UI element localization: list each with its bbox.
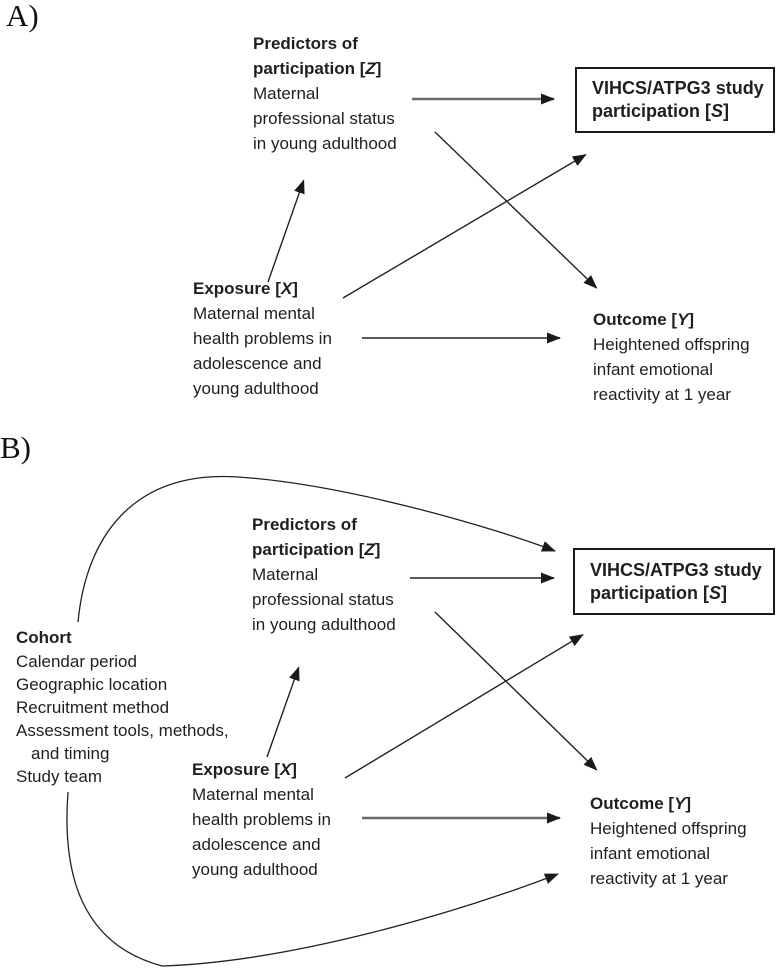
cohort-item: Study team: [16, 767, 102, 786]
variable-z: Z: [364, 540, 375, 559]
node-a-outcome-title: Outcome [Y]: [593, 310, 695, 329]
box-b-line1: VIHCS/ATPG3 study: [590, 559, 762, 580]
node-b-predictors-body-line: in young adulthood: [252, 615, 396, 634]
node-b-predictors-title-line2: participation [Z]: [252, 540, 381, 559]
node-a-predictors-body-line: Maternal: [253, 84, 320, 103]
cohort-item: Recruitment method: [16, 698, 170, 717]
cohort-item: Calendar period: [16, 652, 137, 671]
node-a-predictors-title-line1: Predictors of: [253, 34, 358, 53]
node-b-exposure-title: Exposure [X]: [192, 760, 297, 779]
variable-y: Y: [674, 794, 686, 813]
box-a-line1: VIHCS/ATPG3 study: [592, 78, 764, 98]
node-a-predictors-body-line: in young adulthood: [253, 134, 397, 153]
node-a-exposure: Exposure [X] Maternal mental health prob…: [193, 276, 332, 401]
cohort-item: Geographic location: [16, 675, 168, 694]
node-a-exposure-body-line: adolescence and: [193, 354, 322, 373]
arrow-b-cohort-to-s: [77, 475, 556, 623]
node-b-exposure-body-line: adolescence and: [192, 835, 321, 854]
node-a-predictors-body-line: professional status: [253, 109, 395, 128]
node-b-cohort-title: Cohort: [16, 628, 72, 647]
node-b-outcome: Outcome [Y] Heightened offspring infant …: [590, 791, 747, 891]
node-a-outcome-body-line: infant emotional: [593, 360, 714, 379]
node-a-predictors-title-line2: participation [Z]: [253, 59, 382, 78]
node-a-outcome: Outcome [Y] Heightened offspring infant …: [593, 307, 750, 407]
arrow-b-x-to-z: [266, 666, 300, 758]
node-a-exposure-body-line: young adulthood: [193, 379, 319, 398]
node-b-outcome-body-line: Heightened offspring: [590, 819, 747, 838]
panel-a-label: A): [6, 0, 39, 33]
node-b-exposure-body-line: Maternal mental: [192, 785, 314, 804]
cohort-item: Assessment tools, methods,: [16, 721, 229, 740]
node-b-study-participation-box: VIHCS/ATPG3 study participation [S]: [573, 548, 775, 615]
arrow-a-z-to-y: [434, 131, 598, 289]
arrow-a-x-to-s: [342, 153, 587, 299]
variable-s: S: [709, 582, 722, 603]
arrow-b-cohort-to-y: [66, 791, 559, 967]
variable-z: Z: [365, 59, 376, 78]
variable-s: S: [711, 101, 724, 121]
cohort-item: and timing: [31, 744, 110, 763]
node-a-predictors: Predictors of participation [Z] Maternal…: [253, 31, 397, 156]
arrow-b-z-to-y: [434, 611, 598, 771]
node-b-predictors: Predictors of participation [Z] Maternal…: [252, 512, 396, 637]
node-b-exposure: Exposure [X] Maternal mental health prob…: [192, 757, 331, 882]
arrow-a-x-to-z: [267, 179, 305, 283]
node-b-exposure-body-line: young adulthood: [192, 860, 318, 879]
node-b-outcome-title: Outcome [Y]: [590, 794, 692, 813]
node-b-predictors-title-line1: Predictors of: [252, 515, 357, 534]
node-b-exposure-body-line: health problems in: [192, 810, 331, 829]
arrow-b-x-to-s: [344, 634, 584, 779]
node-b-cohort: Cohort Calendar period Geographic locati…: [16, 625, 229, 788]
node-b-outcome-body-line: reactivity at 1 year: [590, 869, 728, 888]
node-a-exposure-title: Exposure [X]: [193, 279, 298, 298]
variable-y: Y: [677, 310, 689, 329]
node-a-exposure-body-line: Maternal mental: [193, 304, 315, 323]
node-a-outcome-body-line: reactivity at 1 year: [593, 385, 731, 404]
panel-b-label: B): [0, 430, 31, 465]
node-b-outcome-body-line: infant emotional: [590, 844, 711, 863]
node-a-exposure-body-line: health problems in: [193, 329, 332, 348]
node-b-predictors-body-line: Maternal: [252, 565, 319, 584]
box-b-line2: participation [S]: [590, 582, 728, 603]
variable-x: X: [279, 760, 292, 779]
variable-x: X: [280, 279, 293, 298]
node-a-outcome-body-line: Heightened offspring: [593, 335, 750, 354]
node-b-predictors-body-line: professional status: [252, 590, 394, 609]
node-a-study-participation-box: VIHCS/ATPG3 study participation [S]: [575, 67, 775, 133]
box-a-line2: participation [S]: [592, 101, 730, 121]
